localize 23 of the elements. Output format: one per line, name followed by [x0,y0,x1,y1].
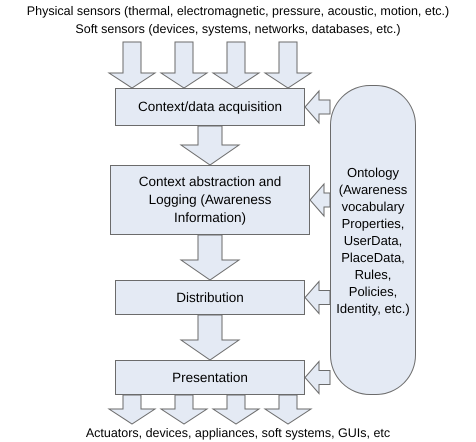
block-arrow [179,126,241,166]
block-arrow [211,394,261,425]
process-box: Presentation [115,360,305,395]
rounded-panel: Ontology (Awareness vocabulary Properties, UserData, PlaceData, Rules, Policies, Identity, etc.) [330,85,416,395]
block-arrow [107,42,157,89]
sensor-text: Physical sensors (thermal, electromagnetic, pressure, acoustic, motion, etc.) [26,3,450,20]
block-arrow [159,394,209,425]
sensor-text: Soft sensors (devices, systems, networks, databases, etc.) [75,21,401,38]
block-arrow [263,394,313,425]
process-box: Context abstraction and Logging (Awareness Information) [110,165,310,235]
block-arrow [179,314,241,361]
block-arrow [309,182,330,218]
block-arrow [304,280,330,315]
process-box: Distribution [115,280,305,315]
block-arrow [263,42,313,89]
block-arrow [304,360,330,395]
block-arrow [211,42,261,89]
block-arrow [159,42,209,89]
block-arrow [107,394,157,425]
process-box: Context/data acquisition [115,88,305,126]
sensor-text: Actuators, devices, appliances, soft systems, GUIs, etc [86,425,390,442]
block-arrow [179,234,241,281]
block-arrow [304,90,330,124]
